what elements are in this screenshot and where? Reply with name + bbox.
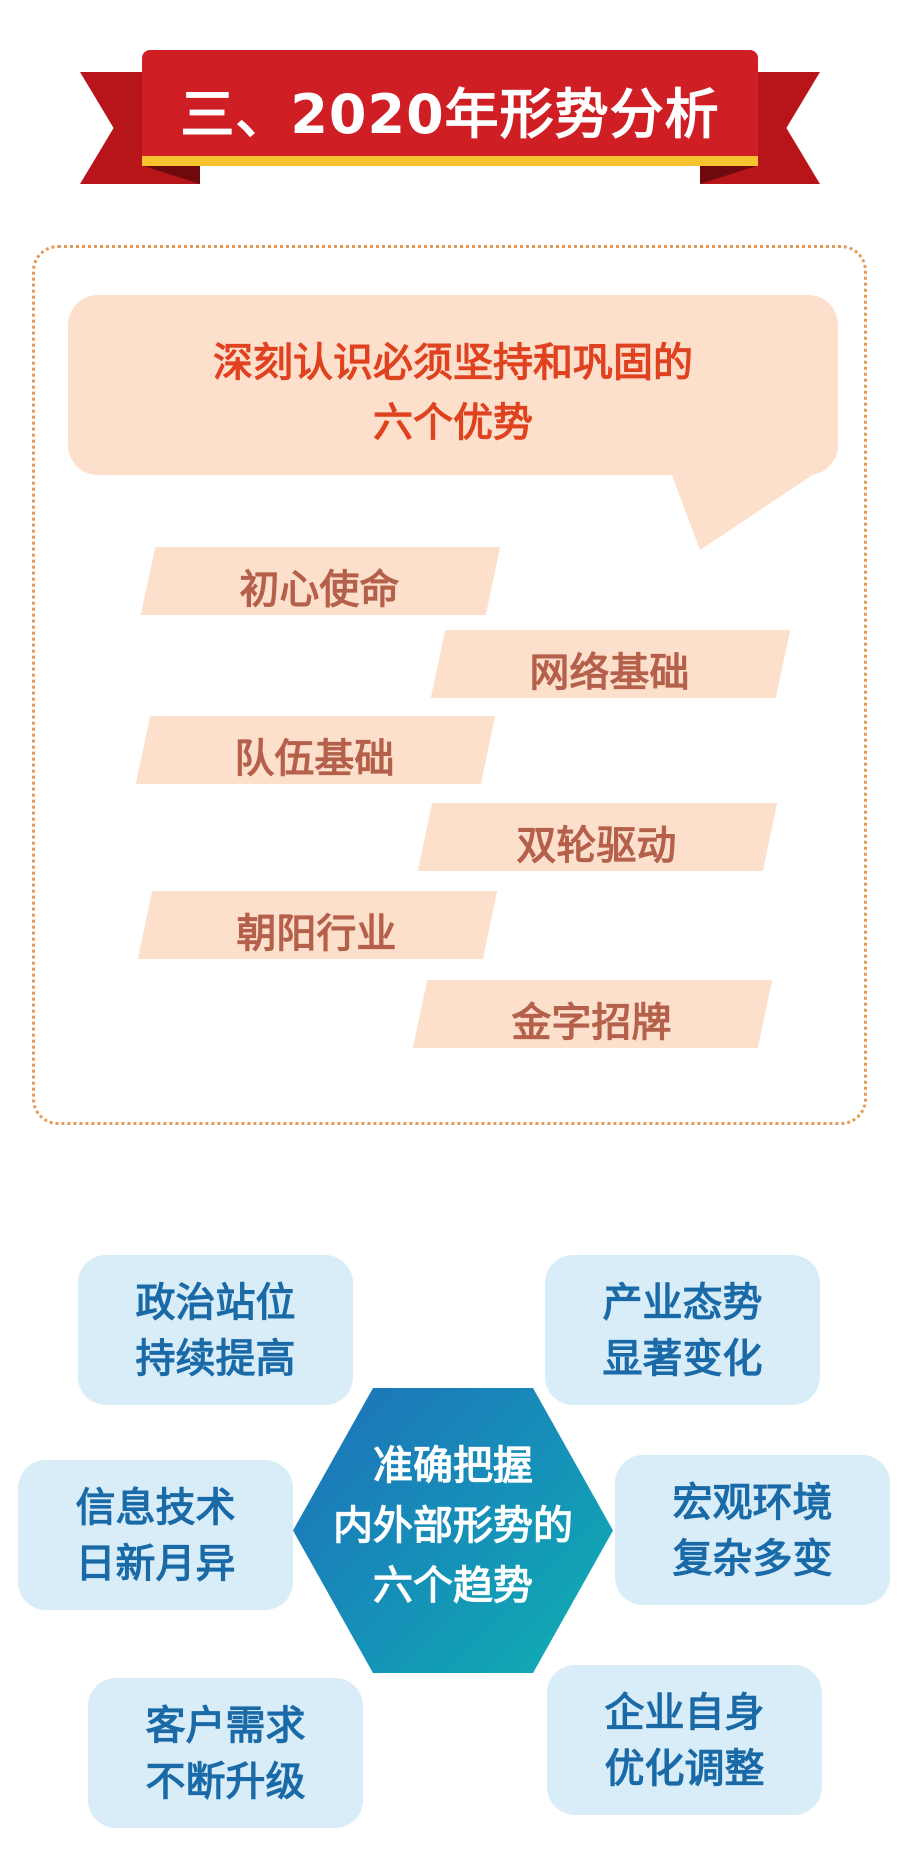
advantage-item: 队伍基础 <box>135 716 496 784</box>
advantage-item: 双轮驱动 <box>417 803 778 871</box>
trend-card: 政治站位 持续提高 <box>78 1255 353 1405</box>
trend-line1: 信息技术 <box>75 1485 236 1531</box>
center-line2: 内外部形势的 <box>333 1503 573 1549</box>
trend-line1: 客户需求 <box>145 1703 306 1749</box>
advantages-panel <box>32 245 867 1125</box>
trend-line1: 产业态势 <box>602 1280 763 1326</box>
advantage-item: 朝阳行业 <box>137 891 498 959</box>
advantages-heading-line1: 深刻认识必须坚持和巩固的 <box>213 340 693 386</box>
trend-line1: 企业自身 <box>604 1690 765 1736</box>
trend-line2: 持续提高 <box>135 1336 296 1382</box>
center-line3: 六个趋势 <box>373 1563 533 1609</box>
trend-label: 信息技术 日新月异 <box>18 1480 293 1592</box>
advantage-label: 双轮驱动 <box>516 823 677 869</box>
advantage-label: 朝阳行业 <box>236 911 397 957</box>
advantage-label: 金字招牌 <box>511 1000 672 1046</box>
advantages-heading-line2: 六个优势 <box>373 400 533 446</box>
trend-line2: 优化调整 <box>604 1746 765 1792</box>
ribbon-banner: 三、2020年形势分析 <box>142 50 758 166</box>
trends-center-hexagon: 准确把握 内外部形势的 六个趋势 <box>293 1388 613 1673</box>
trend-line2: 不断升级 <box>145 1759 306 1805</box>
trend-label: 客户需求 不断升级 <box>88 1698 363 1810</box>
trend-label: 产业态势 显著变化 <box>545 1275 820 1387</box>
advantage-label: 网络基础 <box>529 650 690 696</box>
advantage-label: 初心使命 <box>239 567 400 613</box>
trend-line1: 政治站位 <box>135 1280 296 1326</box>
advantage-label: 队伍基础 <box>234 736 395 782</box>
trend-card: 信息技术 日新月异 <box>18 1460 293 1610</box>
trend-line2: 日新月异 <box>75 1541 236 1587</box>
trend-line2: 复杂多变 <box>672 1536 833 1582</box>
trend-card: 产业态势 显著变化 <box>545 1255 820 1405</box>
advantage-item: 初心使命 <box>140 547 501 615</box>
trend-label: 企业自身 优化调整 <box>547 1685 822 1797</box>
section-title: 三、2020年形势分析 <box>180 83 720 146</box>
trend-line2: 显著变化 <box>602 1336 763 1382</box>
trend-line1: 宏观环境 <box>672 1480 833 1526</box>
title-ribbon: 三、2020年形势分析 <box>80 50 820 190</box>
center-line1: 准确把握 <box>373 1443 533 1489</box>
trends-center-label: 准确把握 内外部形势的 六个趋势 <box>293 1436 613 1616</box>
advantages-heading: 深刻认识必须坚持和巩固的 六个优势 <box>68 333 838 453</box>
advantages-heading-bubble: 深刻认识必须坚持和巩固的 六个优势 <box>68 295 838 475</box>
trend-card: 客户需求 不断升级 <box>88 1678 363 1828</box>
trend-label: 宏观环境 复杂多变 <box>615 1475 890 1587</box>
trend-card: 宏观环境 复杂多变 <box>615 1455 890 1605</box>
advantage-item: 网络基础 <box>430 630 791 698</box>
trend-label: 政治站位 持续提高 <box>78 1275 353 1387</box>
advantage-item: 金字招牌 <box>412 980 773 1048</box>
trend-card: 企业自身 优化调整 <box>547 1665 822 1815</box>
